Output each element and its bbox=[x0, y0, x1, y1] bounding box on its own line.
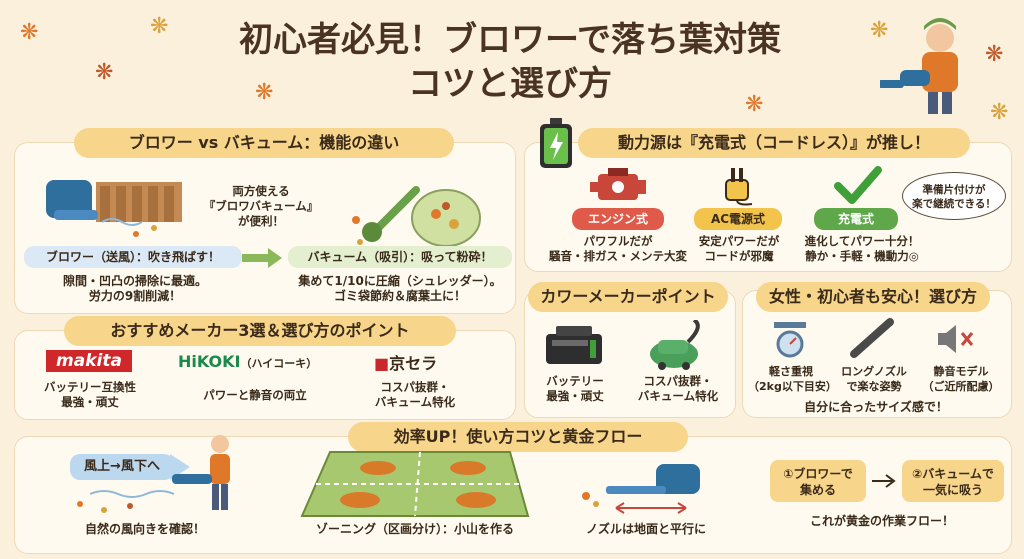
leaf-icon: ❋ bbox=[20, 20, 39, 45]
battery-desc: 進化してパワー十分！ 静か・手軽・機動力◎ bbox=[804, 234, 920, 263]
points-desc-2: コスパ抜群・ バキューム特化 bbox=[637, 374, 719, 403]
scale-icon bbox=[774, 322, 806, 358]
vacuum-label: バキューム（吸引）：吸って粉砕！ bbox=[288, 246, 512, 268]
women-desc-3: 静音モデル （ご近所配慮） bbox=[922, 365, 1000, 393]
hikoki-logo-sub: （ハイコーキ） bbox=[240, 357, 318, 370]
flow-arrow-icon bbox=[872, 474, 896, 488]
kyocera-mark-icon: ■ bbox=[374, 354, 390, 373]
leaf-icon: ❋ bbox=[255, 80, 274, 105]
usage-header: 効率UP！使い方コツと黄金フロー bbox=[348, 422, 688, 452]
flow-step-1: ①ブロワーで 集める bbox=[770, 460, 866, 502]
women-desc-2: ロングノズル で楽な姿勢 bbox=[841, 365, 907, 393]
battery-tag: 充電式 bbox=[814, 208, 898, 230]
points-header: カワーメーカーポイント bbox=[528, 282, 728, 312]
ac-tag: AC電源式 bbox=[694, 208, 782, 230]
makers-header: おすすめメーカー3選＆選び方のポイント bbox=[64, 316, 456, 346]
engine-icon bbox=[590, 168, 646, 200]
page-title: 初心者必見！ブロワーで落ち葉対策 コツと選び方 bbox=[190, 18, 830, 106]
makita-logo: makita bbox=[46, 350, 132, 372]
blower-label: ブロワー（送風）：吹き飛ばす！ bbox=[24, 246, 242, 268]
engine-tag: エンジン式 bbox=[572, 208, 664, 230]
leaf-icon: ❋ bbox=[150, 14, 169, 39]
flow-step-2: ②バキュームで 一気に吸う bbox=[902, 460, 1004, 502]
blower-desc: 隙間・凹凸の掃除に最適。 労力の9割削減！ bbox=[62, 274, 207, 303]
hikoki-logo-text: HiKOKI bbox=[178, 352, 241, 371]
leaf-icon: ❋ bbox=[985, 42, 1004, 67]
women-footer: 自分に合ったサイズ感で！ bbox=[804, 400, 948, 414]
zoning-illustration bbox=[300, 451, 530, 517]
women-desc-1: 軽さ重視 （2kg以下目安） bbox=[748, 365, 837, 393]
mute-icon bbox=[938, 325, 974, 353]
power-bubble: 準備片付けが 楽で継続できる！ bbox=[902, 172, 1006, 220]
hikoki-logo: HiKOKI（ハイコーキ） bbox=[178, 352, 317, 371]
makita-desc: バッテリー互換性 最強・頑丈 bbox=[44, 380, 136, 409]
arrow-right-icon bbox=[242, 248, 282, 268]
leaf-icon: ❋ bbox=[870, 18, 889, 43]
compare-header: ブロワー vs バキューム：機能の違い bbox=[74, 128, 454, 158]
leaf-icon: ❋ bbox=[745, 92, 764, 117]
women-header: 女性・初心者も安心！選び方 bbox=[756, 282, 990, 312]
battery-pack-icon bbox=[546, 326, 602, 364]
points-desc-1: バッテリー 最強・頑丈 bbox=[546, 374, 604, 403]
vacuum-illustration bbox=[352, 186, 481, 247]
ac-desc: 安定パワーだが コードが邪魔 bbox=[698, 234, 780, 263]
title-line1: 初心者必見！ブロワーで落ち葉対策 bbox=[239, 20, 781, 60]
worker-blowing-illustration bbox=[77, 435, 230, 513]
hikoki-desc: パワーと静音の両立 bbox=[203, 388, 307, 402]
power-header: 動力源は『充電式（コードレス）』が推し！ bbox=[578, 128, 970, 158]
usage-tip-1: 自然の風向きを確認！ bbox=[84, 522, 205, 536]
wind-arrow-icon bbox=[170, 454, 190, 480]
kyocera-logo-text: 京セラ bbox=[389, 354, 438, 373]
engine-desc: パワフルだが 騒音・排ガス・メンテ大変 bbox=[549, 234, 687, 263]
title-line2: コツと選び方 bbox=[408, 64, 612, 104]
plug-icon bbox=[725, 168, 753, 206]
hybrid-note: 両方使える 『ブロワバキューム』 が便利！ bbox=[203, 184, 319, 228]
check-icon bbox=[834, 166, 882, 204]
usage-tip-2: ゾーニング（区画分け）：小山を作る bbox=[315, 522, 514, 536]
battery-icon bbox=[540, 118, 572, 168]
usage-tip-3: ノズルは地面と平行に bbox=[585, 522, 706, 536]
worker-illustration bbox=[880, 18, 958, 114]
leaf-icon: ❋ bbox=[95, 60, 114, 85]
leaf-icon: ❋ bbox=[990, 100, 1009, 125]
kyocera-logo: ■京セラ bbox=[374, 350, 437, 374]
nozzle-icon bbox=[850, 318, 894, 358]
vacuum-desc: 集めて1/10に圧縮（シュレッダー）。 ゴミ袋節約＆腐葉土に！ bbox=[298, 274, 502, 303]
vacuum-icon bbox=[650, 320, 700, 370]
blower-illustration bbox=[46, 180, 182, 237]
flow-footer: これが黄金の作業フロー！ bbox=[809, 514, 954, 528]
nozzle-parallel-illustration bbox=[582, 464, 700, 514]
kyocera-desc: コスパ抜群・ バキューム特化 bbox=[374, 380, 456, 409]
wind-sign: 風上→風下へ bbox=[70, 454, 174, 480]
